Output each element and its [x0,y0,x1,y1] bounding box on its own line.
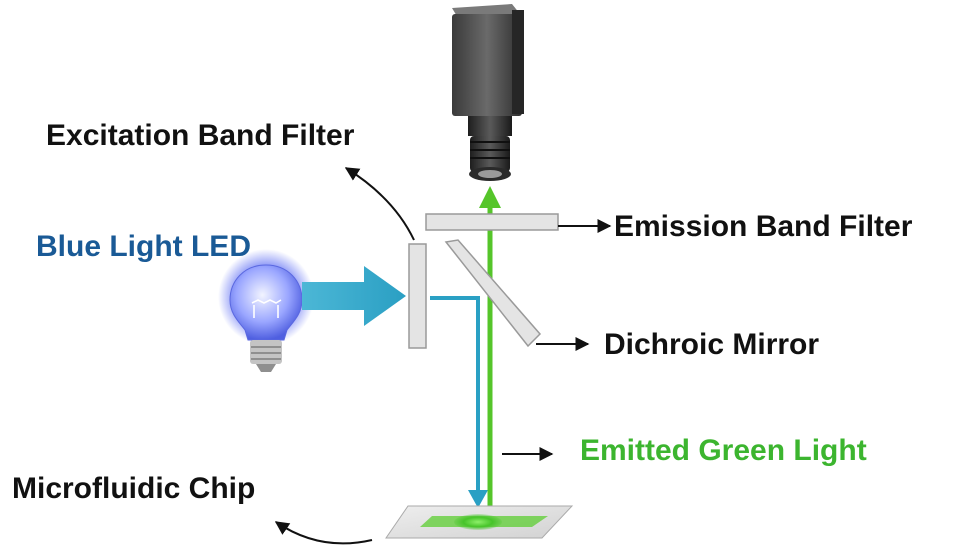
green-beam-arrowhead [479,186,501,208]
lens-glass [478,170,502,178]
label-excitation-band-filter: Excitation Band Filter [46,119,355,152]
excitation-band-filter [408,243,427,349]
label-microfluidic-chip: Microfluidic Chip [12,472,255,505]
chip-fluorescent-spot [454,514,502,530]
bulb-filament [251,299,282,318]
label-blue-light-led: Blue Light LED [36,230,251,263]
label-dichroic-mirror: Dichroic Mirror [604,328,819,361]
excitation-filter-pointer [344,167,415,241]
emission-band-filter [425,213,559,231]
label-emitted-green-light: Emitted Green Light [580,434,867,467]
label-emission-band-filter: Emission Band Filter [614,210,913,243]
microfluidic-chip-pointer [274,521,373,545]
blue-excitation-beam [430,296,480,492]
camera-lens [470,136,510,172]
blue-light-arrow [302,266,406,326]
lens-ridges [470,141,510,159]
dichroic-mirror [444,239,542,348]
blue-beam-arrowhead [468,490,488,508]
camera-body [452,14,522,116]
camera-body-side [512,10,524,114]
bulb-tip [256,364,276,372]
camera-lens-collar [468,116,512,136]
bulb-base-threads [251,346,281,360]
camera [452,4,524,181]
blue-led-bulb [218,249,314,372]
microfluidic-chip [385,505,574,539]
